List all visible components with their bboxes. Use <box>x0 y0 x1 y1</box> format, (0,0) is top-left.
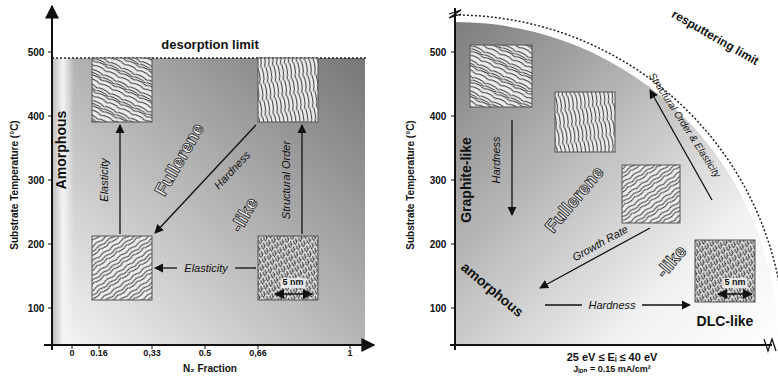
axis-title: Substrate Temperature (°C) <box>405 120 416 249</box>
limit-label: resputtering limit <box>669 8 760 68</box>
scale-label: 5 nm <box>280 278 305 288</box>
region-label: Graphite-like <box>459 137 474 223</box>
tick-label: 400 <box>28 111 45 122</box>
tick-label: 0,66 <box>249 349 267 359</box>
axis-title: N₂ Fraction <box>183 363 237 374</box>
tick-label: 0.5 <box>199 349 212 359</box>
trend-label: Elasticity <box>184 262 227 274</box>
tick-label: 1 <box>347 349 352 359</box>
axis-title: Jᵢₒₙ = 0.15 mA/cm² <box>573 365 650 375</box>
trend-label: Hardness <box>588 299 635 311</box>
axis-title: 25 eV ≤ Eᵢ ≤ 40 eV <box>567 351 658 363</box>
trend-label: Hardness <box>490 136 502 183</box>
tick-label: 300 <box>430 175 447 186</box>
tick-label: 500 <box>28 47 45 58</box>
tick-label: 200 <box>430 239 447 250</box>
tick-label: 500 <box>430 47 447 58</box>
tick-label: 400 <box>430 111 447 122</box>
trend-label: Structural Order <box>280 141 292 219</box>
region-label: Amorphous <box>54 111 69 190</box>
limit-label: desorption limit <box>161 38 259 52</box>
scale-label: 5 nm <box>722 278 747 288</box>
tick-label: 0.16 <box>90 349 108 359</box>
tick-label: 300 <box>28 175 45 186</box>
axis-title: Substrate Temperature (°C) <box>9 120 20 249</box>
tick-label: 0 <box>69 349 74 359</box>
tick-label: 200 <box>28 239 45 250</box>
tick-label: 100 <box>430 303 447 314</box>
tick-label: 100 <box>28 303 45 314</box>
region-label: DLC-like <box>697 314 754 329</box>
trend-label: Elasticity <box>98 158 110 201</box>
tick-label: 0,33 <box>143 349 161 359</box>
